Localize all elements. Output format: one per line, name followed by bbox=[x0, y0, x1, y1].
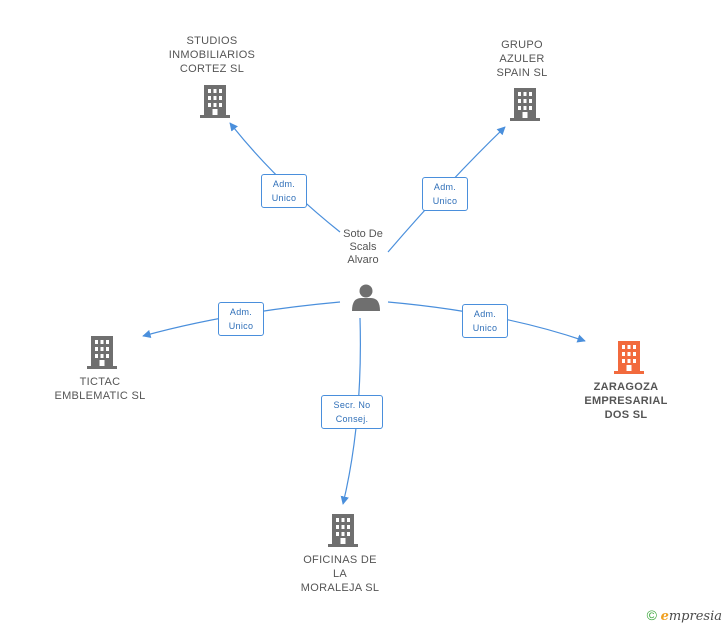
brand-watermark: © empresia bbox=[647, 607, 722, 624]
company-label-studios[interactable]: STUDIOS INMOBILIARIOS CORTEZ SL bbox=[168, 35, 256, 75]
role-box-tictac: Adm. Unico bbox=[218, 302, 264, 336]
company-label-zaragoza[interactable]: ZARAGOZA EMPRESARIAL DOS SL bbox=[584, 381, 668, 421]
company-label-oficinas[interactable]: OFICINAS DE LA MORALEJA SL bbox=[300, 554, 380, 594]
building-icon-oficinas[interactable] bbox=[328, 514, 358, 547]
person-label[interactable]: Soto De Scals Alvaro bbox=[343, 228, 383, 266]
copyright-icon: © bbox=[646, 607, 657, 623]
building-icon-tictac[interactable] bbox=[87, 336, 117, 369]
company-label-tictac[interactable]: TICTAC EMBLEMATIC SL bbox=[54, 376, 146, 402]
company-label-grupo[interactable]: GRUPO AZULER SPAIN SL bbox=[496, 39, 548, 79]
person-icon[interactable] bbox=[352, 284, 380, 312]
role-box-studios: Adm. Unico bbox=[261, 174, 307, 208]
building-icon-zaragoza[interactable] bbox=[614, 341, 644, 374]
role-box-zaragoza: Adm. Unico bbox=[462, 304, 508, 338]
brand-name: mpresia bbox=[668, 609, 722, 624]
brand-initial: e bbox=[660, 609, 669, 624]
role-box-grupo: Adm. Unico bbox=[422, 177, 468, 211]
building-icon-studios[interactable] bbox=[200, 85, 230, 118]
role-box-oficinas: Secr. No Consej. bbox=[321, 395, 383, 429]
building-icon-grupo[interactable] bbox=[510, 88, 540, 121]
